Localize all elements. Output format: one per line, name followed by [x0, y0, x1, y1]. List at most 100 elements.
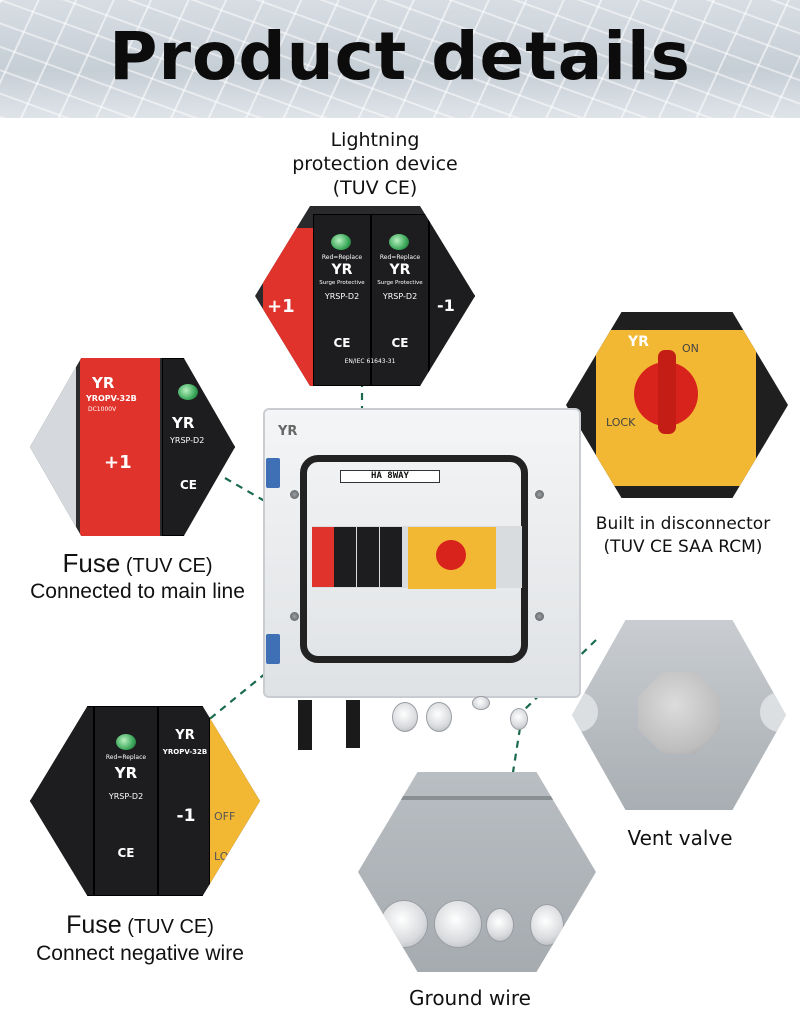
switch-rotary-handle: [658, 350, 676, 434]
spd-module-1: [313, 214, 371, 386]
spd-module-small: [357, 527, 379, 587]
fuse-module-red: [80, 358, 160, 536]
caption-lightning-line3: (TUV CE): [332, 177, 418, 199]
caption-fuse-main-title-bold: Fuse: [62, 548, 121, 578]
ground-wire-gland: [486, 908, 514, 942]
fuse-model-text: YROPV-32B: [162, 748, 208, 756]
ground-gland-small: [510, 708, 528, 730]
hex-ground-wire-zoom: [358, 772, 596, 972]
fuse-model-text: YROPV-32B: [86, 394, 137, 403]
spd-replace-text: Red=Replace: [379, 254, 421, 261]
mounting-screw: [535, 490, 544, 499]
disconnector-knob-small: [436, 540, 466, 570]
switch-on-label: ON: [682, 342, 699, 355]
spd-module: [162, 358, 235, 536]
hex-disconnector-zoom: YR ON LOCK: [566, 312, 788, 498]
vent-valve-small: [472, 696, 490, 710]
mc4-connector-pos: [298, 700, 312, 750]
spd-brand-logo: YR: [331, 262, 353, 278]
hex-fuse-main-zoom: YR YROPV-32B DC1000V +1 YR YRSP-D2 CE: [30, 358, 235, 536]
spd-brand-logo: YR: [389, 262, 411, 278]
caption-fuse-main: Fuse (TUV CE) Connected to main line: [0, 550, 275, 605]
spd-ce-mark: CE: [391, 336, 409, 350]
caption-fuse-negative-title-bold: Fuse: [66, 911, 122, 939]
fuse-brand-logo: YR: [175, 728, 195, 743]
spd-type-text: Surge Protective: [377, 280, 423, 286]
fuse-brand-logo: YR: [92, 374, 115, 392]
caption-fuse-main-subtitle: Connected to main line: [30, 580, 245, 603]
spd-standard-text: EN/IEC 61643-31: [344, 358, 396, 365]
switch-lock-label: LOCK: [606, 416, 636, 429]
fuse-module-black: [158, 706, 210, 896]
fuse-minus-label: -1: [176, 806, 196, 826]
fuse-plus-label: +1: [104, 452, 132, 473]
spd-brand-logo: YR: [114, 764, 138, 782]
caption-ground: Ground wire: [409, 986, 531, 1010]
spd-replace-text: Red=Replace: [105, 754, 147, 761]
hex-lightning-zoom: +1 Red=Replace Red=Replace YR YR Surge P…: [255, 206, 475, 386]
spd-module-small: [380, 527, 402, 587]
vent-valve-side-right: [760, 692, 786, 732]
caption-lightning-line1: Lightning: [330, 129, 420, 151]
door-hinge-top: [266, 458, 280, 488]
spd-ce-mark: CE: [180, 478, 198, 492]
enclosure-edge: [30, 358, 76, 536]
mc4-connector-neg: [346, 700, 360, 748]
switch-lock-label: LOCK: [214, 850, 244, 863]
caption-lightning: Lightning protection device (TUV CE): [250, 128, 500, 200]
door-hinge-bottom: [266, 634, 280, 664]
switch-off-label: OFF: [214, 810, 236, 823]
spd-model-text: YRSP-D2: [382, 292, 418, 301]
switch-brand-logo: YR: [628, 334, 649, 350]
cable-gland: [392, 702, 418, 732]
cable-gland: [426, 702, 452, 732]
mounting-screw: [290, 612, 299, 621]
caption-fuse-negative: Fuse (TUV CE) Connect negative wire: [0, 912, 280, 967]
caption-lightning-line2: protection device: [292, 153, 458, 175]
spd-ce-mark: CE: [117, 846, 135, 860]
caption-fuse-negative-subtitle: Connect negative wire: [36, 942, 244, 965]
spd-indicator-window: [178, 384, 198, 400]
mounting-screw: [290, 490, 299, 499]
spd-type-text: Surge Protective: [319, 280, 365, 286]
model-label-text: HA 8WAY: [371, 471, 409, 481]
fuse-plus-label: +1: [267, 296, 295, 317]
caption-fuse-negative-title: Fuse (TUV CE): [0, 912, 280, 941]
spd-module-2: [371, 214, 429, 386]
spd-replace-text: Red=Replace: [321, 254, 363, 261]
caption-disconnector-line1: Built in disconnector: [595, 514, 771, 534]
fuse-module-red-small: [312, 527, 334, 587]
caption-fuse-main-title-rest: (TUV CE): [120, 555, 213, 577]
fuse-rating-text: DC1000V: [88, 406, 117, 413]
spd-model-text: YRSP-D2: [108, 792, 144, 801]
fuse-minus-label: -1: [437, 296, 455, 315]
caption-fuse-main-title: Fuse (TUV CE): [0, 550, 275, 579]
enclosure-brand-logo: YR: [278, 424, 298, 439]
spd-model-text: YRSP-D2: [170, 436, 205, 445]
spd-model-text: YRSP-D2: [324, 292, 360, 301]
header-banner: [0, 0, 800, 118]
model-label-plate: HA 8WAY: [340, 470, 440, 483]
caption-disconnector: Built in disconnector (TUV CE SAA RCM): [566, 513, 800, 559]
cable-gland-large: [380, 900, 428, 948]
mounting-screw: [535, 612, 544, 621]
cable-gland-large: [434, 900, 482, 948]
caption-disconnector-line2: (TUV CE SAA RCM): [603, 537, 763, 557]
caption-vent: Vent valve: [627, 826, 733, 850]
spd-indicator-window: [331, 234, 351, 250]
spd-indicator-window: [116, 734, 136, 750]
spd-indicator-window: [389, 234, 409, 250]
hex-fuse-negative-zoom: Red=Replace YR YRSP-D2 CE YR YROPV-32B -…: [30, 706, 260, 896]
spd-module: [30, 706, 94, 896]
vent-valve-side-left: [572, 692, 598, 732]
spd-module-small: [334, 527, 356, 587]
switch-yellow-edge: [210, 706, 260, 896]
vent-valve-cap: [638, 672, 720, 754]
hex-vent-valve-zoom: [572, 620, 786, 810]
spd-brand-logo: YR: [172, 414, 195, 432]
spd-ce-mark: CE: [333, 336, 351, 350]
page-title: Product details: [109, 18, 691, 95]
enclosure-bottom-edge: [358, 796, 596, 800]
cable-gland-large: [530, 904, 564, 946]
caption-fuse-negative-title-rest: (TUV CE): [121, 916, 214, 938]
